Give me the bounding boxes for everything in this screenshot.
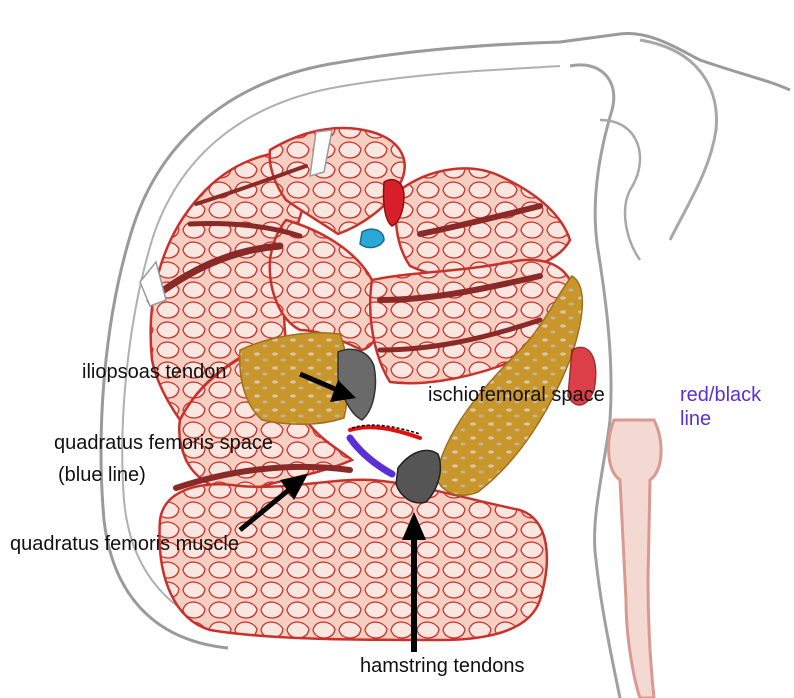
label-ischiofemoral-space: ischiofemoral space	[428, 384, 605, 407]
vein	[360, 229, 384, 247]
quadratus-femoris-space-line	[350, 438, 392, 474]
label-line: line	[680, 408, 711, 431]
label-red-black: red/black	[680, 384, 761, 407]
pelvic-bone-outline-2	[640, 40, 716, 240]
label-quadratus-femoris-muscle: quadratus femoris muscle	[10, 533, 239, 556]
ischiofemoral-space-line	[350, 427, 420, 438]
bone-shaft	[609, 420, 661, 698]
fat-region-left	[240, 333, 348, 424]
label-quadratus-femoris-space: quadratus femoris space	[54, 432, 273, 455]
label-hamstring-tendons: hamstring tendons	[360, 655, 525, 678]
label-iliopsoas-tendon: iliopsoas tendon	[82, 361, 227, 384]
muscle-bottom	[159, 480, 546, 640]
pelvic-bone-rim	[600, 120, 640, 260]
label-blue-line: (blue line)	[58, 464, 146, 487]
